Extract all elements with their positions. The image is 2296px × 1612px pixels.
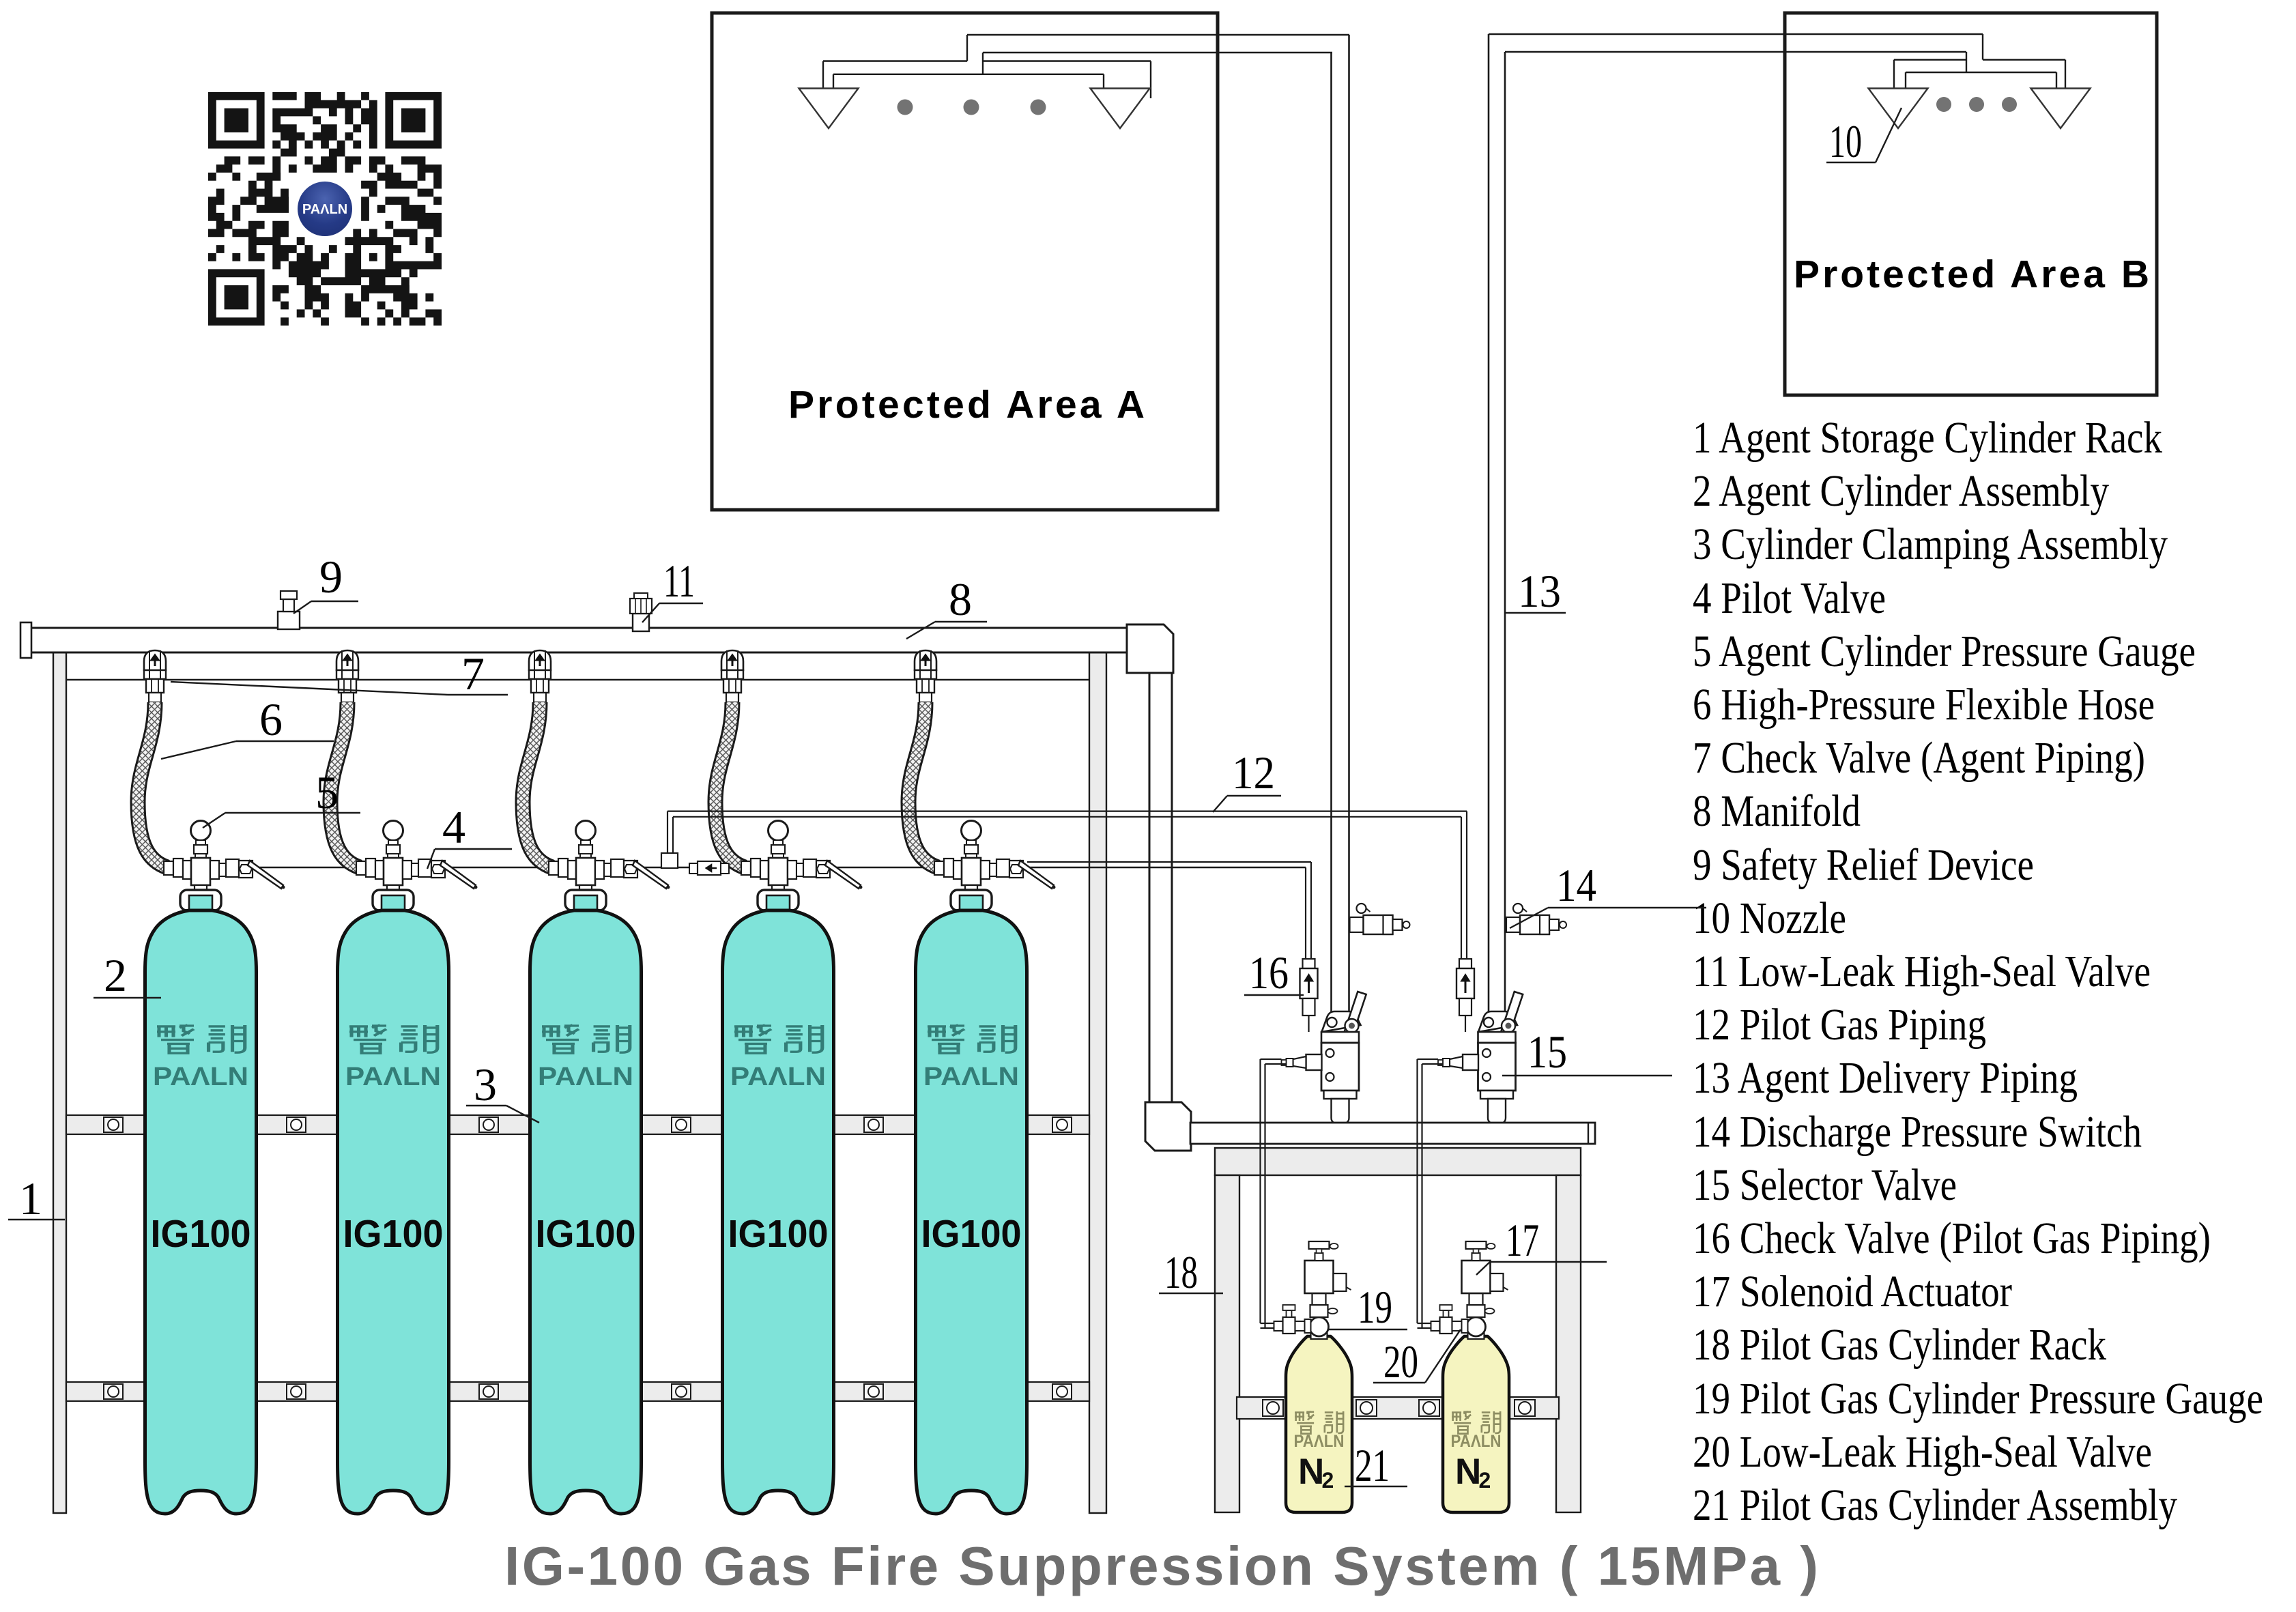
svg-text:14: 14	[1556, 859, 1596, 911]
svg-text:14 Discharge Pressure Switch: 14 Discharge Pressure Switch	[1693, 1107, 2142, 1157]
svg-text:11 Low-Leak High-Seal Valve: 11 Low-Leak High-Seal Valve	[1693, 947, 2151, 996]
svg-text:2: 2	[104, 949, 127, 1001]
svg-text:20 Low-Leak High-Seal Valve: 20 Low-Leak High-Seal Valve	[1693, 1427, 2152, 1477]
svg-text:18 Pilot Gas Cylinder Rack: 18 Pilot Gas Cylinder Rack	[1693, 1320, 2106, 1370]
svg-text:1: 1	[19, 1172, 42, 1224]
svg-text:7: 7	[461, 648, 485, 700]
svg-text:IG-100 Gas Fire Suppression Sy: IG-100 Gas Fire Suppression System ( 15M…	[504, 1536, 1818, 1596]
svg-text:8 Manifold: 8 Manifold	[1693, 786, 1861, 836]
svg-text:20: 20	[1383, 1336, 1418, 1387]
svg-text:8: 8	[949, 573, 972, 625]
svg-text:3: 3	[474, 1059, 497, 1110]
svg-text:5: 5	[315, 766, 339, 818]
svg-text:17 Solenoid Actuator: 17 Solenoid Actuator	[1693, 1267, 2012, 1316]
svg-text:12: 12	[1232, 747, 1275, 798]
svg-text:15 Selector Valve: 15 Selector Valve	[1693, 1160, 1957, 1210]
svg-text:5 Agent Cylinder Pressure Gaug: 5 Agent Cylinder Pressure Gauge	[1693, 627, 2196, 676]
svg-text:2 Agent Cylinder Assembly: 2 Agent Cylinder Assembly	[1693, 466, 2109, 516]
svg-text:12 Pilot Gas Piping: 12 Pilot Gas Piping	[1693, 1000, 1986, 1050]
svg-text:7 Check Valve (Agent Piping): 7 Check Valve (Agent Piping)	[1693, 733, 2145, 783]
svg-text:1 Agent Storage Cylinder Rack: 1 Agent Storage Cylinder Rack	[1693, 413, 2162, 463]
svg-text:16: 16	[1249, 947, 1289, 998]
svg-text:19 Pilot Gas Cylinder Pressure: 19 Pilot Gas Cylinder Pressure Gauge	[1693, 1374, 2263, 1424]
svg-text:3 Cylinder Clamping Assembly: 3 Cylinder Clamping Assembly	[1693, 519, 2168, 569]
svg-text:21: 21	[1355, 1439, 1390, 1491]
svg-text:9: 9	[319, 551, 343, 603]
svg-text:9 Safety Relief Device: 9 Safety Relief Device	[1693, 840, 2034, 890]
svg-text:21 Pilot Gas Cylinder Assembly: 21 Pilot Gas Cylinder Assembly	[1693, 1480, 2177, 1530]
svg-text:6 High-Pressure Flexible Hose: 6 High-Pressure Flexible Hose	[1693, 680, 2155, 730]
svg-text:4 Pilot Valve: 4 Pilot Valve	[1693, 573, 1886, 623]
svg-text:4: 4	[442, 801, 465, 853]
svg-text:16 Check Valve (Pilot Gas Pipi: 16 Check Valve (Pilot Gas Piping)	[1693, 1213, 2211, 1263]
svg-text:19: 19	[1358, 1281, 1392, 1333]
svg-text:13: 13	[1518, 565, 1561, 617]
svg-text:11: 11	[663, 555, 695, 607]
svg-text:17: 17	[1506, 1214, 1539, 1266]
svg-text:15: 15	[1527, 1026, 1567, 1078]
svg-text:18: 18	[1164, 1246, 1198, 1298]
svg-text:PAΛLN: PAΛLN	[302, 202, 347, 217]
svg-text:6: 6	[259, 693, 283, 745]
svg-text:Protected Area B: Protected Area B	[1794, 253, 2149, 296]
svg-text:13 Agent Delivery Piping: 13 Agent Delivery Piping	[1693, 1053, 2078, 1103]
svg-text:10 Nozzle: 10 Nozzle	[1693, 893, 1846, 943]
svg-text:10: 10	[1829, 115, 1862, 167]
